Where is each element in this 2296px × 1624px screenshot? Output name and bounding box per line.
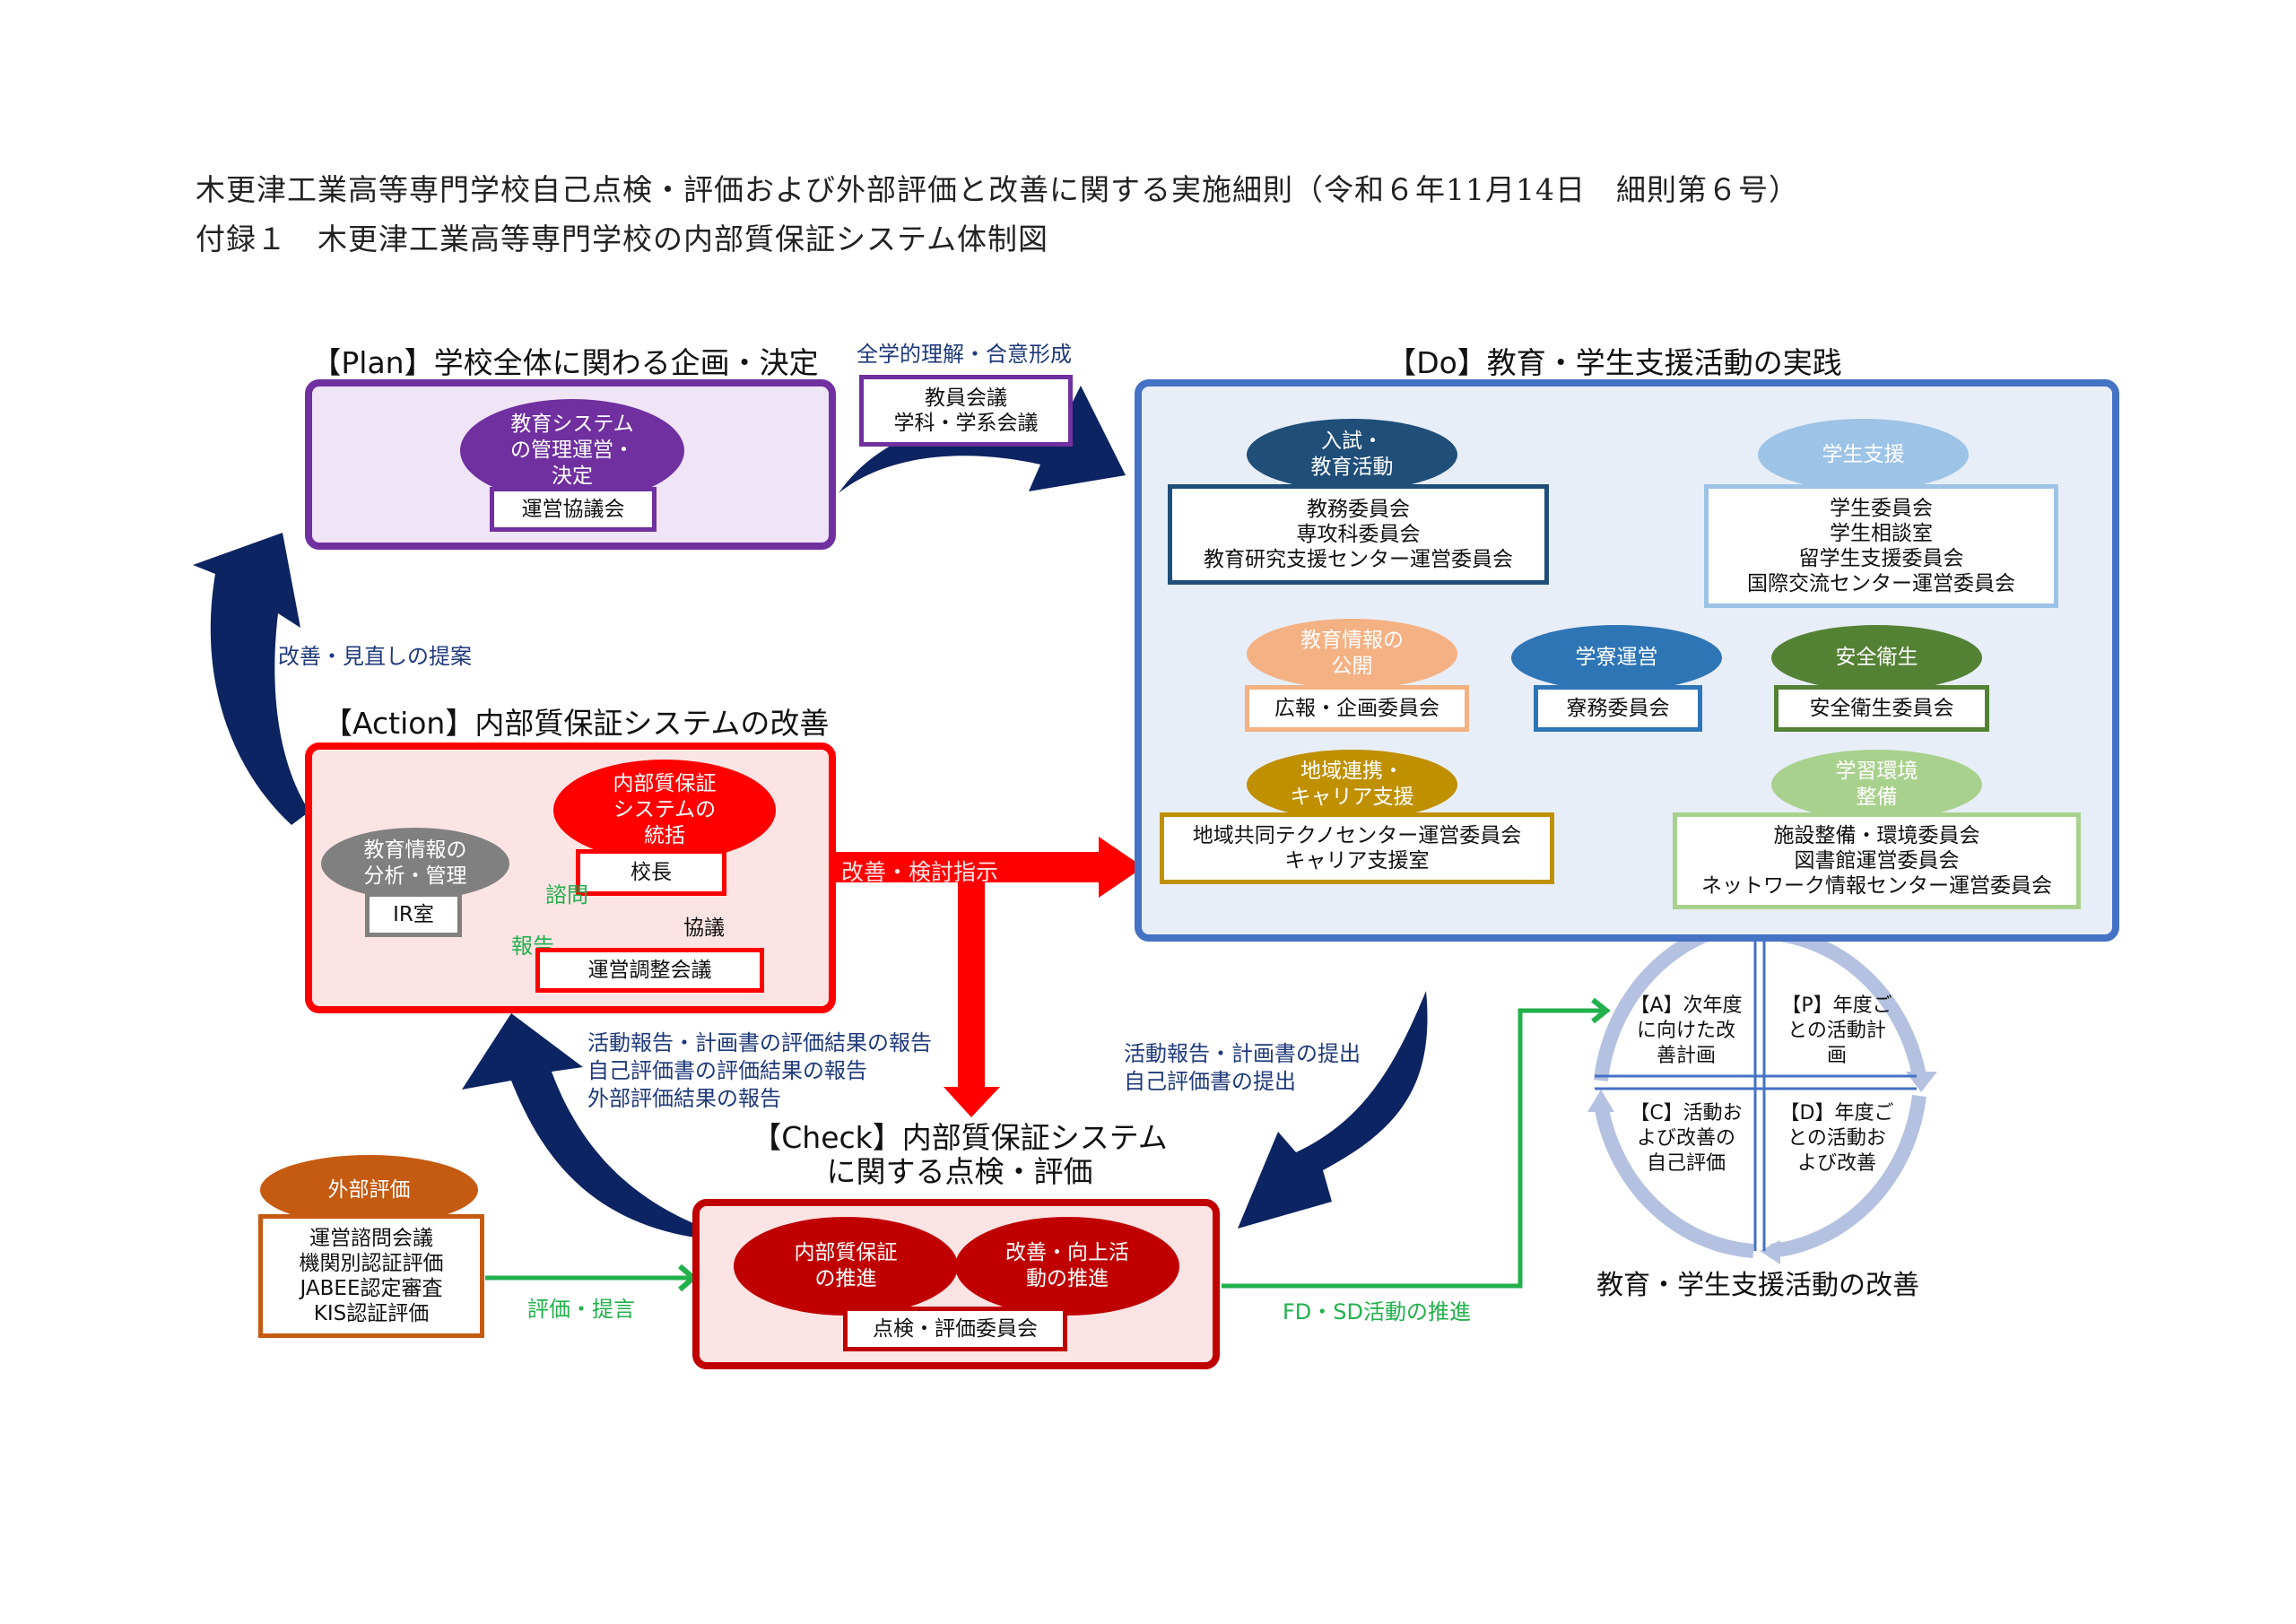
check-to-action-label: 活動報告・計画書の評価結果の報告 自己評価書の評価結果の報告 外部評価結果の報告 [587, 1030, 932, 1111]
consult-label: 諮問 [545, 882, 588, 908]
plan-to-do-label: 全学的理解・合意形成 [857, 342, 1072, 367]
pdca-p-text: 【P】年度ご との活動計 画 [1781, 994, 1892, 1067]
do-box-learning-env: 施設整備・環境委員会 図書館運営委員会 ネットワーク情報センター運営委員会 [1673, 812, 2081, 909]
do-box-student-support: 学生委員会 学生相談室 留学生支援委員会 国際交流センター運営委員会 [1704, 484, 2058, 608]
do-box-regional: 地域共同テクノセンター運営委員会 キャリア支援室 [1160, 812, 1554, 884]
action-to-plan-label: 改善・見直しの提案 [278, 644, 472, 669]
faculty-meeting-box: 教員会議 学科・学系会議 [859, 375, 1073, 447]
action-oval-integration: 内部質保証 システムの 統括 [553, 760, 776, 861]
do-oval-info-disclosure: 教育情報の 公開 [1247, 619, 1457, 689]
coordination-council-box: 運営調整会議 [535, 948, 764, 993]
check-to-action-arrow [462, 1013, 695, 1238]
do-title: 【Do】教育・学生支援活動の実践 [1387, 345, 1842, 380]
external-oval: 外部評価 [260, 1155, 478, 1225]
external-arrow-label: 評価・提言 [527, 1297, 635, 1322]
action-to-plan-arrow [193, 533, 309, 825]
plan-oval: 教育システム の管理運営・ 決定 [460, 399, 684, 502]
check-title: 【Check】内部質保証システム に関する点検・評価 [752, 1120, 1168, 1189]
check-oval-improvement: 改善・向上活 動の推進 [955, 1217, 1179, 1316]
pdca-ring [1587, 913, 1937, 1264]
fdsd-arrow [1222, 1008, 1604, 1289]
do-oval-dormitory: 学寮運営 [1511, 625, 1722, 690]
do-oval-regional: 地域連携・ キャリア支援 [1247, 750, 1457, 820]
external-box: 運営諮問会議 機関別認証評価 JABEE認定審査 KIS認証評価 [258, 1214, 484, 1338]
do-oval-learning-env: 学習環境 整備 [1771, 750, 1982, 820]
do-oval-safety: 安全衛生 [1771, 625, 1982, 690]
document-subtitle: 付録１ 木更津工業高等専門学校の内部質保証システム体制図 [196, 221, 1049, 256]
plan-title: 【Plan】学校全体に関わる企画・決定 [311, 345, 819, 380]
check-oval-qa-promotion: 内部質保証 の推進 [734, 1217, 958, 1316]
fdsd-label: FD・SD活動の推進 [1283, 1299, 1471, 1324]
plan-council-box: 運営協議会 [490, 487, 657, 532]
evaluation-committee-box: 点検・評価委員会 [843, 1307, 1067, 1351]
instruction-arrow-head-right [1099, 837, 1144, 898]
do-box-info-disclosure: 広報・企画委員会 [1245, 685, 1469, 732]
instruction-arrow-head-down [944, 1087, 1000, 1117]
action-oval-ir: 教育情報の 分析・管理 [321, 828, 509, 899]
pdca-c-text: 【C】活動お よび改善の 自己評価 [1630, 1102, 1743, 1175]
action-title: 【Action】内部質保証システムの改善 [323, 706, 830, 741]
instruction-label: 改善・検討指示 [841, 859, 999, 885]
pdca-caption: 教育・学生支援活動の改善 [1596, 1270, 1919, 1301]
do-oval-student-support: 学生支援 [1758, 419, 1969, 491]
deliberation-label: 協議 [683, 916, 725, 940]
do-box-safety: 安全衛生委員会 [1774, 685, 1989, 732]
pdca-a-text: 【A】次年度 に向けた改 善計画 [1630, 994, 1743, 1067]
fdsd-arrowhead [1591, 997, 1611, 1024]
pdca-d-text: 【D】年度ご との活動お よび改善 [1779, 1102, 1894, 1175]
do-oval-admissions: 入試・ 教育活動 [1247, 419, 1457, 491]
do-box-admissions: 教務委員会 専攻科委員会 教育研究支援センター運営委員会 [1168, 484, 1549, 585]
principal-box: 校長 [576, 849, 726, 896]
do-to-check-arrow [1238, 991, 1428, 1229]
instruction-arrow-shaft-vertical [958, 882, 985, 1089]
ir-office-box: IR室 [365, 892, 462, 937]
document-title: 木更津工業高等専門学校自己点検・評価および外部評価と改善に関する実施細則（令和６… [196, 172, 1799, 207]
do-to-check-label: 活動報告・計画書の提出 自己評価書の提出 [1124, 1041, 1361, 1094]
do-box-dormitory: 寮務委員会 [1534, 685, 1702, 732]
